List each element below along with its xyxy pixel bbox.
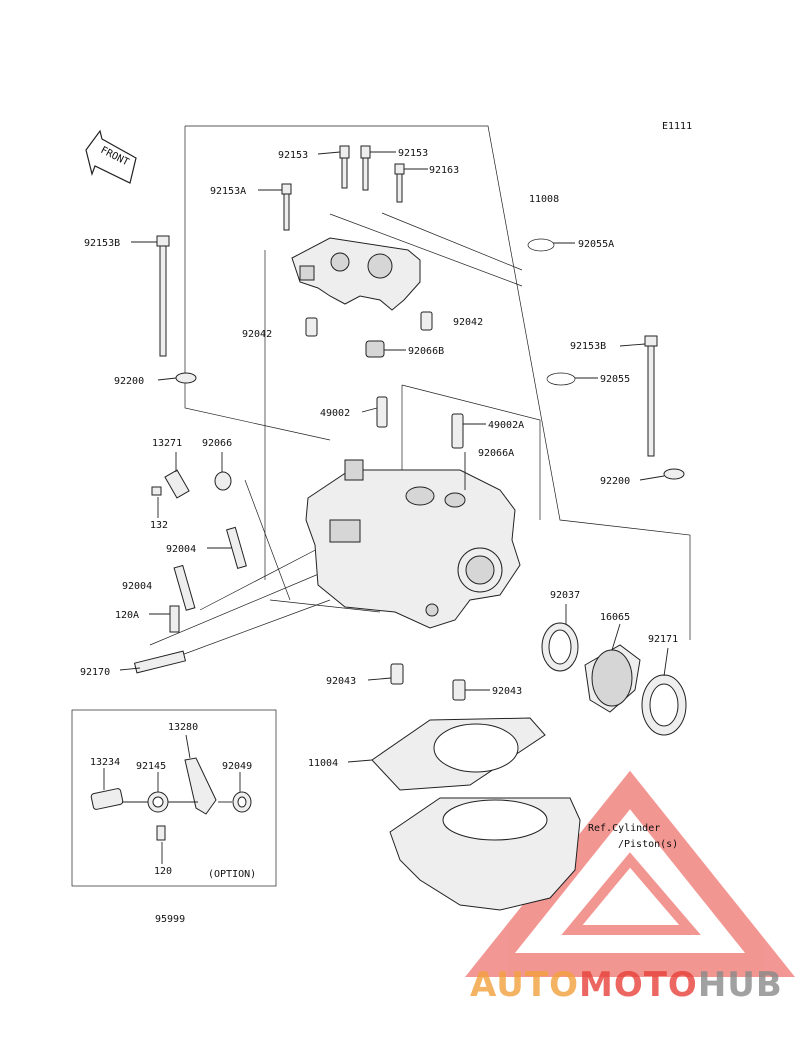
- label-11008: 11008: [529, 194, 559, 205]
- washer-right: [663, 468, 685, 480]
- bolt-132: [151, 486, 162, 496]
- label-92066b: 92066B: [408, 346, 444, 357]
- label-92049: 92049: [222, 761, 252, 772]
- front-arrow-icon: FRONT: [85, 129, 137, 184]
- label-92170: 92170: [80, 667, 110, 678]
- label-92200-left: 92200: [114, 376, 144, 387]
- label-92153-left: 92153: [278, 150, 308, 161]
- label-13234: 13234: [90, 757, 120, 768]
- label-92055: 92055: [600, 374, 630, 385]
- dowel-92042-left: [305, 317, 318, 337]
- label-92200-right: 92200: [600, 476, 630, 487]
- label-92066a: 92066A: [478, 448, 514, 459]
- intake-duct-16065: [584, 644, 641, 713]
- label-120: 120: [154, 866, 172, 877]
- footer-code: 95999: [155, 914, 185, 925]
- cylinder-reference: [389, 797, 581, 911]
- label-92153-right: 92153: [398, 148, 428, 159]
- plug-13271: [164, 469, 190, 499]
- label-92055a: 92055A: [578, 239, 614, 250]
- assembly-outline: [149, 125, 691, 661]
- label-120a: 120A: [115, 610, 139, 621]
- label-92004-b: 92004: [122, 581, 152, 592]
- label-92163: 92163: [429, 165, 459, 176]
- watermark-hub: HUB: [698, 965, 783, 1005]
- dowel-92043-right: [452, 679, 466, 701]
- label-92043-left: 92043: [326, 676, 356, 687]
- watermark-moto: MOTO: [579, 965, 698, 1005]
- label-49002: 49002: [320, 408, 350, 419]
- plate-92170: [133, 650, 187, 674]
- dowel-92042-right: [420, 311, 433, 331]
- label-92043-right: 92043: [492, 686, 522, 697]
- stud-92004-b: [173, 564, 196, 611]
- label-92004-a: 92004: [166, 544, 196, 555]
- ref-cylinder-line1: Ref.Cylinder: [588, 823, 660, 834]
- label-92153a: 92153A: [210, 186, 246, 197]
- label-49002a: 49002A: [488, 420, 524, 431]
- spring-92066b: [365, 340, 385, 358]
- diagram-code: E1111: [662, 121, 692, 132]
- label-92171: 92171: [648, 634, 678, 645]
- part-labels: 92153 92153 92163 92153A 11008 92055A 92…: [80, 148, 678, 925]
- label-92042-right: 92042: [453, 317, 483, 328]
- clamp-92171: [641, 674, 687, 736]
- option-box: [71, 709, 277, 887]
- gasket-11004: [371, 717, 546, 791]
- washer-left: [175, 372, 197, 384]
- label-92042-left: 92042: [242, 329, 272, 340]
- oring-92066: [214, 471, 232, 491]
- label-11004: 11004: [308, 758, 338, 769]
- oring-92055a: [527, 238, 555, 252]
- ref-cylinder-line2: /Piston(s): [618, 839, 678, 850]
- label-13271: 13271: [152, 438, 182, 449]
- label-16065: 16065: [600, 612, 630, 623]
- bolt-120a: [169, 605, 180, 633]
- dowel-92043-left: [390, 663, 404, 685]
- camshaft-cap: [291, 237, 421, 311]
- oring-92055: [546, 372, 576, 386]
- guide-49002a: [451, 413, 464, 449]
- svg-text:AUTOMOTOHUB: AUTOMOTOHUB: [470, 965, 783, 1005]
- label-92153b-right: 92153B: [570, 341, 606, 352]
- label-92037: 92037: [550, 590, 580, 601]
- stud-92004-a: [226, 526, 247, 569]
- clamp-92037: [541, 622, 579, 672]
- label-132: 132: [150, 520, 168, 531]
- label-13280: 13280: [168, 722, 198, 733]
- cylinder-head: [305, 459, 521, 629]
- guide-49002: [376, 396, 388, 428]
- label-92066: 92066: [202, 438, 232, 449]
- option-parts: [90, 757, 252, 841]
- option-label: (OPTION): [208, 869, 256, 880]
- watermark-text: AUTOMOTOHUB: [470, 965, 783, 1005]
- leader-lines: [103, 151, 669, 864]
- long-bolts: [156, 235, 658, 457]
- label-92145: 92145: [136, 761, 166, 772]
- label-92153b-left: 92153B: [84, 238, 120, 249]
- watermark-auto: AUTO: [470, 965, 579, 1005]
